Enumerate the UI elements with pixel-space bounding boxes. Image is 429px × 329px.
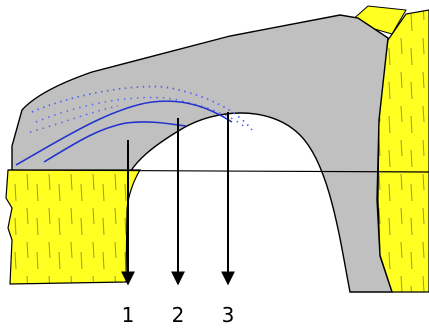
label-3: 3 xyxy=(222,303,235,327)
top-yellow-fill xyxy=(348,5,407,35)
dotted-curve-inner xyxy=(29,105,119,133)
fender-panel xyxy=(11,14,393,293)
blue-curve-upper xyxy=(15,100,233,166)
reference-line xyxy=(7,169,429,173)
left-yellow-fill xyxy=(5,169,142,285)
label-1: 1 xyxy=(122,303,135,327)
label-2: 2 xyxy=(172,303,185,327)
blue-curve-lower xyxy=(43,121,187,163)
